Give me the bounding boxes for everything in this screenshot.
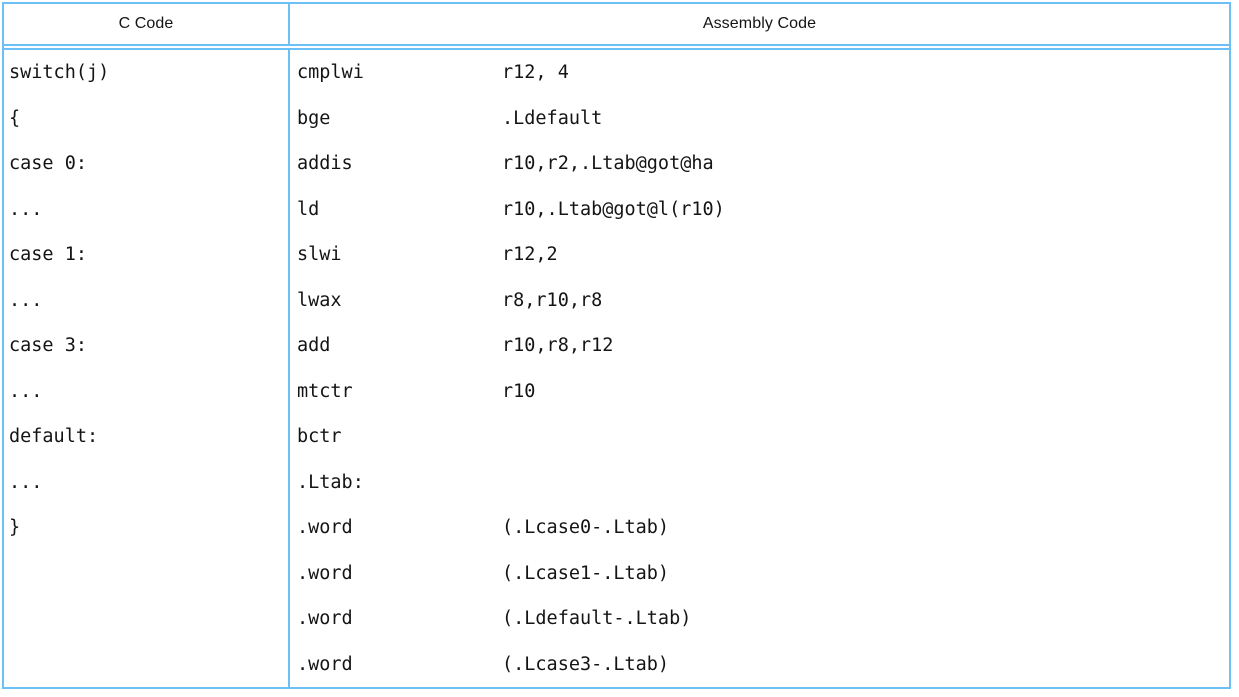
assembly-code-line: slwi r12,2 — [290, 232, 1229, 278]
assembly-code-line: .Ltab: — [290, 460, 1229, 506]
assembly-mnemonic: .word — [297, 517, 353, 539]
assembly-operand: r10,r2,.Ltab@got@ha — [502, 153, 714, 175]
assembly-code-line: ld r10,.Ltab@got@l(r10) — [290, 187, 1229, 233]
c-code-line: ... — [9, 471, 43, 493]
assembly-mnemonic: bge — [297, 107, 331, 129]
c-code-line: ... — [9, 289, 43, 311]
assembly-code-line: bctr — [290, 414, 1229, 460]
c-code-line: case 0: — [9, 153, 87, 175]
assembly-mnemonic: .word — [297, 653, 353, 675]
assembly-operand: r12,2 — [502, 244, 558, 266]
assembly-mnemonic: .word — [297, 608, 353, 630]
assembly-mnemonic: addis — [297, 153, 353, 175]
assembly-operand: r10,r8,r12 — [502, 335, 614, 357]
assembly-code-line: .word (.Ldefault-.Ltab) — [290, 596, 1229, 642]
assembly-mnemonic: mtctr — [297, 380, 353, 402]
assembly-mnemonic: ld — [297, 198, 320, 220]
assembly-operand: r8,r10,r8 — [502, 289, 603, 311]
header-rule-line-bottom — [4, 48, 1229, 50]
header-double-rule — [4, 44, 1229, 50]
assembly-operand: r10,.Ltab@got@l(r10) — [502, 198, 725, 220]
c-code-line: case 3: — [9, 335, 87, 357]
column-header-c-code: C Code — [4, 4, 290, 44]
assembly-mnemonic: slwi — [297, 244, 342, 266]
c-code-line: { — [9, 107, 21, 129]
assembly-code-line: bge .Ldefault — [290, 96, 1229, 142]
column-header-assembly-code: Assembly Code — [702, 15, 817, 32]
assembly-mnemonic: .Ltab: — [297, 471, 364, 493]
code-comparison-table: C Code Assembly Code switch(j) { case 0:..… — [2, 2, 1231, 689]
c-code-line: } — [9, 517, 21, 539]
assembly-operand: (.Lcase3-.Ltab) — [502, 653, 670, 675]
c-code-line: ... — [9, 198, 43, 220]
assembly-code-column: cmplwi r12, 4 bge .Ldefault addis r10,r2,.Lta… — [290, 50, 1229, 687]
assembly-operand: (.Lcase0-.Ltab) — [502, 517, 670, 539]
assembly-operand: (.Ldefault-.Ltab) — [502, 608, 692, 630]
c-code-line: default: — [9, 426, 99, 448]
assembly-operand: r10 — [502, 380, 536, 402]
assembly-code-line: cmplwi r12, 4 — [290, 50, 1229, 96]
assembly-mnemonic: cmplwi — [297, 62, 364, 84]
assembly-code-line: .word (.Lcase1-.Ltab) — [290, 551, 1229, 597]
assembly-mnemonic: lwax — [297, 289, 342, 311]
assembly-code-line: mtctr r10 — [290, 369, 1229, 415]
table-body: switch(j) { case 0:... case 1:... case 3:...… — [4, 50, 1229, 687]
c-code-line: switch(j) — [9, 62, 110, 84]
c-code-column: switch(j) { case 0:... case 1:... case 3:...… — [4, 50, 290, 687]
c-code-line: case 1: — [9, 244, 87, 266]
assembly-operand: r12, 4 — [502, 62, 569, 84]
assembly-mnemonic: .word — [297, 562, 353, 584]
assembly-code-line: addis r10,r2,.Ltab@got@ha — [290, 141, 1229, 187]
assembly-code-line: add r10,r8,r12 — [290, 323, 1229, 369]
assembly-mnemonic: add — [297, 335, 331, 357]
assembly-code-line: lwax r8,r10,r8 — [290, 278, 1229, 324]
assembly-code-line: .word (.Lcase0-.Ltab) — [290, 505, 1229, 551]
assembly-operand: .Ldefault — [502, 107, 603, 129]
assembly-mnemonic: bctr — [297, 426, 342, 448]
assembly-operand: (.Lcase1-.Ltab) — [502, 562, 670, 584]
header-rule-line-top — [4, 44, 1229, 46]
table-header-row: C Code Assembly Code — [4, 4, 1229, 44]
c-code-line: ... — [9, 380, 43, 402]
assembly-code-line: .word (.Lcase3-.Ltab) — [290, 642, 1229, 688]
